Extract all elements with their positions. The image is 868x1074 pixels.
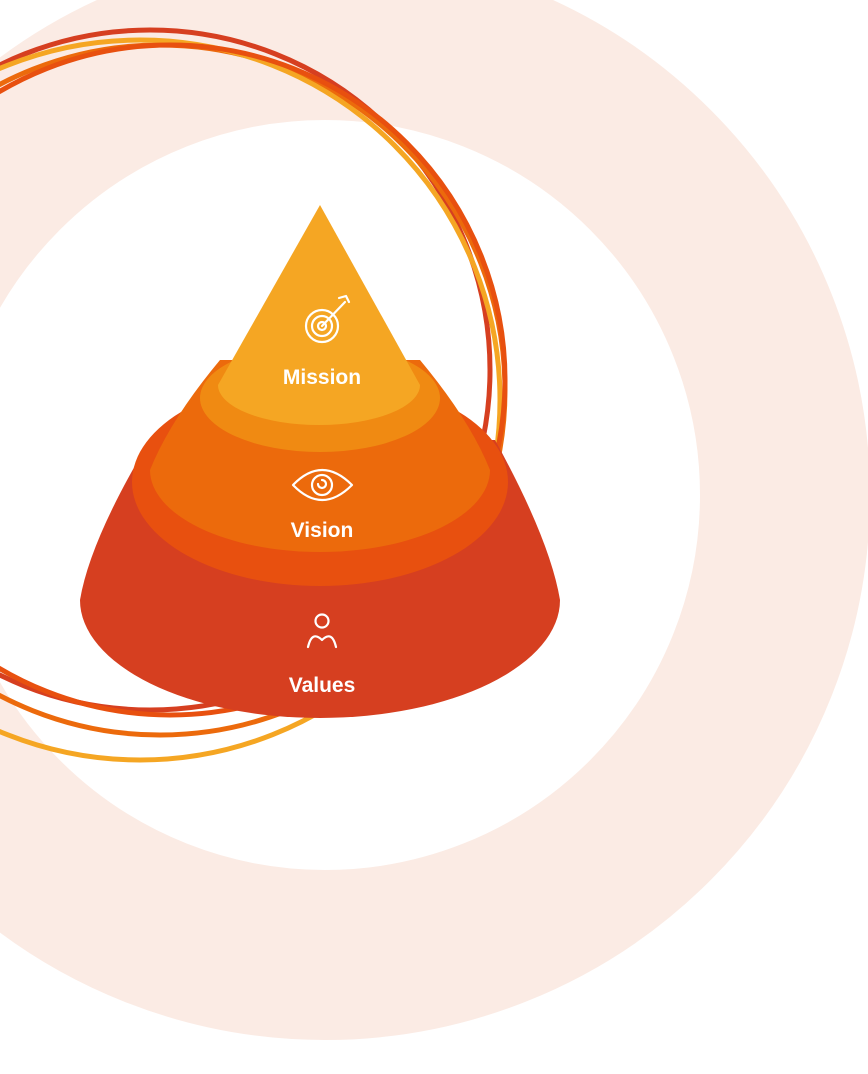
orbit-line <box>0 42 508 718</box>
background-rings <box>0 0 868 1040</box>
orbit-lines <box>0 27 508 763</box>
orbit-line <box>0 27 493 713</box>
orbit-line <box>0 37 503 763</box>
pyramid <box>80 205 560 718</box>
values-label: Values <box>289 674 356 697</box>
eye-icon <box>291 469 354 501</box>
vision-label: Vision <box>291 519 354 542</box>
target-arrow-icon <box>304 294 351 344</box>
mission-label: Mission <box>283 366 361 389</box>
mission-tier <box>218 205 420 425</box>
outer-ring <box>0 0 868 1040</box>
person-icon <box>306 613 338 649</box>
